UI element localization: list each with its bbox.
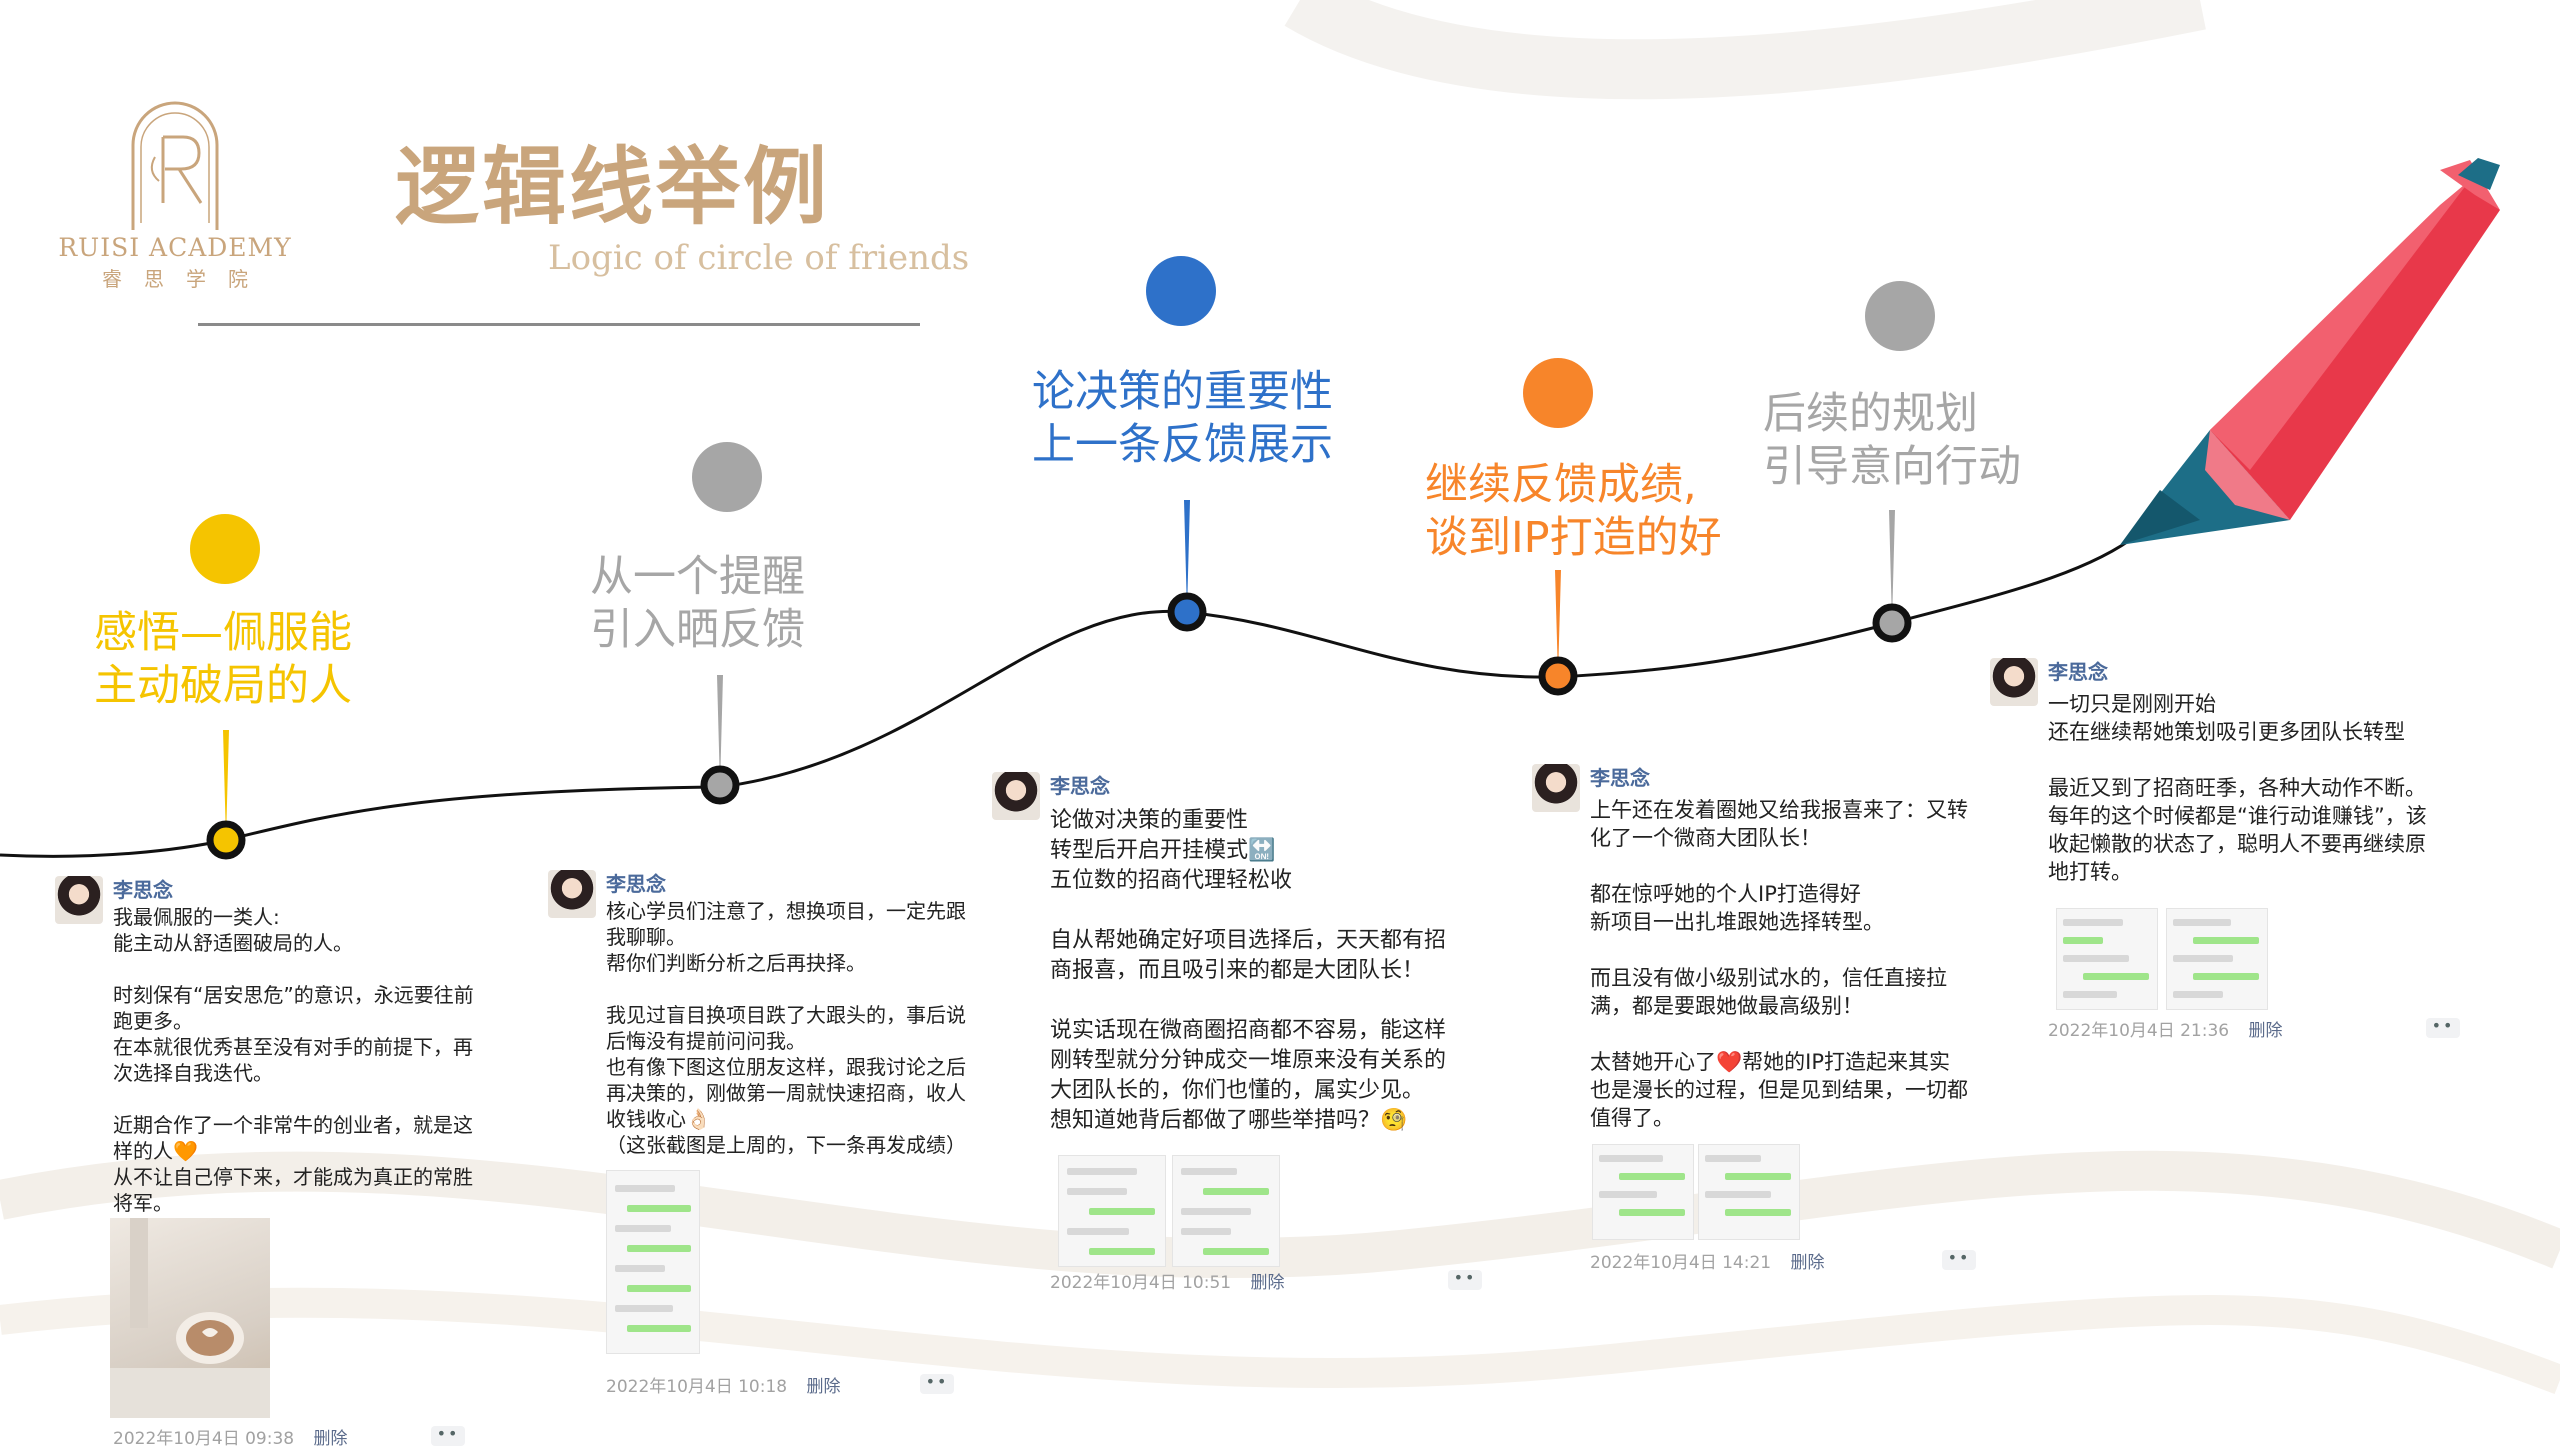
moment-post-3: 李思念 论做对决策的重要性 转型后开启开挂模式🔛 五位数的招商代理轻松收 自从帮… bbox=[992, 772, 1492, 1302]
stage-1-node-icon bbox=[206, 820, 246, 860]
more-options-icon[interactable]: •• bbox=[1942, 1250, 1976, 1270]
page-subtitle: Logic of circle of friends bbox=[548, 238, 970, 278]
chat-screenshot-thumb-1[interactable] bbox=[1592, 1144, 1694, 1240]
post-body: 上午还在发着圈她又给我报喜来了：又转 化了一个微商大团队长！ 都在惊呼她的个人I… bbox=[1590, 798, 1968, 1130]
author-name[interactable]: 李思念 bbox=[113, 878, 173, 902]
stage-2-caption: 从一个提醒 引入晒反馈 bbox=[590, 551, 805, 657]
author-name[interactable]: 李思念 bbox=[1050, 774, 1110, 798]
author-name[interactable]: 李思念 bbox=[606, 872, 666, 896]
delete-link[interactable]: 删除 bbox=[2248, 1021, 2283, 1041]
stage-1-stem bbox=[223, 730, 229, 840]
stage-3-node-icon bbox=[1167, 592, 1207, 632]
stage-3-caption-line2: 上一条反馈展示 bbox=[1032, 420, 1333, 470]
post-time: 2022年10月4日 10:51 bbox=[1050, 1273, 1232, 1293]
post-meta: 2022年10月4日 09:38 删除 bbox=[113, 1424, 348, 1449]
delete-link[interactable]: 删除 bbox=[313, 1429, 348, 1449]
delete-link[interactable]: 删除 bbox=[806, 1377, 841, 1397]
stage-3-marker-icon bbox=[1146, 256, 1216, 326]
stage-1-caption: 感悟—佩服能 主动破局的人 bbox=[94, 607, 352, 713]
logo-name: RUISI ACADEMY bbox=[58, 233, 292, 262]
delete-link[interactable]: 删除 bbox=[1250, 1273, 1285, 1293]
stage-4-caption: 继续反馈成绩, 谈到IP打造的好 bbox=[1425, 459, 1722, 565]
author-avatar[interactable] bbox=[992, 772, 1040, 820]
stage-5-node-icon bbox=[1872, 603, 1912, 643]
author-name[interactable]: 李思念 bbox=[1590, 766, 1650, 790]
stage-5-marker-icon bbox=[1865, 281, 1935, 351]
post-meta: 2022年10月4日 14:21 删除 bbox=[1590, 1248, 1825, 1273]
post-body: 论做对决策的重要性 转型后开启开挂模式🔛 五位数的招商代理轻松收 自从帮她确定好… bbox=[1050, 808, 1447, 1133]
pencil-icon bbox=[2120, 158, 2500, 545]
stage-2-marker-icon bbox=[692, 442, 762, 512]
stage-3-caption-line1: 论决策的重要性 bbox=[1032, 367, 1333, 417]
stage-2-caption-line2: 引入晒反馈 bbox=[590, 605, 805, 655]
stage-4-node-icon bbox=[1538, 656, 1578, 696]
post-meta: 2022年10月4日 21:36 删除 bbox=[2048, 1016, 2283, 1041]
stage-2-caption-line1: 从一个提醒 bbox=[590, 552, 805, 602]
chat-screenshot-thumb-1[interactable] bbox=[2056, 908, 2158, 1010]
ruisi-academy-logo: RUISI ACADEMY 睿思学院 bbox=[55, 95, 295, 295]
post-photo[interactable] bbox=[110, 1218, 270, 1418]
delete-link[interactable]: 删除 bbox=[1790, 1253, 1825, 1273]
more-options-icon[interactable]: •• bbox=[920, 1374, 954, 1394]
moment-post-4: 李思念 上午还在发着圈她又给我报喜来了：又转 化了一个微商大团队长！ 都在惊呼她… bbox=[1532, 764, 1992, 1284]
stage-4-stem bbox=[1555, 570, 1561, 677]
chat-screenshot-thumb-2[interactable] bbox=[2166, 908, 2268, 1010]
moment-post-5: 李思念 一切只是刚刚开始 还在继续帮她策划吸引更多团队长转型 最近又到了招商旺季… bbox=[1990, 658, 2470, 1048]
stage-5-caption-line1: 后续的规划 bbox=[1763, 389, 1978, 439]
timeline-curve bbox=[0, 538, 2131, 858]
chat-screenshot-thumb-2[interactable] bbox=[1172, 1155, 1280, 1267]
stage-4-caption-line1: 继续反馈成绩, bbox=[1425, 460, 1697, 510]
moment-post-2: 李思念 核心学员们注意了，想换项目，一定先跟 我聊聊。 帮你们判断分析之后再抉择… bbox=[548, 870, 968, 1410]
post-time: 2022年10月4日 10:18 bbox=[606, 1377, 788, 1397]
stage-1-marker-icon bbox=[190, 514, 260, 584]
author-avatar[interactable] bbox=[548, 870, 596, 918]
stage-1-caption-line2: 主动破局的人 bbox=[94, 661, 352, 711]
post-body: 一切只是刚刚开始 还在继续帮她策划吸引更多团队长转型 最近又到了招商旺季，各种大… bbox=[2048, 692, 2427, 884]
logo-emblem-icon bbox=[131, 101, 219, 230]
stage-5-stem bbox=[1889, 510, 1895, 623]
stage-4-caption-line2: 谈到IP打造的好 bbox=[1425, 513, 1722, 563]
author-avatar[interactable] bbox=[1990, 658, 2038, 706]
post-body: 核心学员们注意了，想换项目，一定先跟 我聊聊。 帮你们判断分析之后再抉择。 我见… bbox=[606, 899, 966, 1157]
logo-name-cn: 睿思学院 bbox=[102, 267, 270, 291]
stage-2-stem bbox=[717, 675, 723, 787]
stage-3-caption: 论决策的重要性 上一条反馈展示 bbox=[1032, 366, 1333, 472]
chat-screenshot-thumb[interactable] bbox=[606, 1170, 700, 1354]
title-divider bbox=[198, 323, 920, 326]
stage-1-caption-line1: 感悟—佩服能 bbox=[94, 608, 352, 658]
stage-2-node-icon bbox=[700, 765, 740, 805]
author-avatar[interactable] bbox=[55, 876, 103, 924]
author-name[interactable]: 李思念 bbox=[2048, 660, 2108, 684]
post-body: 我最佩服的一类人: 能主动从舒适圈破局的人。 时刻保有“居安思危”的意识，永远要… bbox=[113, 905, 474, 1215]
chat-screenshot-thumb-2[interactable] bbox=[1698, 1144, 1800, 1240]
post-meta: 2022年10月4日 10:51 删除 bbox=[1050, 1268, 1285, 1293]
chat-screenshot-thumb-1[interactable] bbox=[1058, 1155, 1166, 1267]
author-avatar[interactable] bbox=[1532, 764, 1580, 812]
stage-5-caption: 后续的规划 引导意向行动 bbox=[1763, 388, 2021, 494]
more-options-icon[interactable]: •• bbox=[431, 1426, 465, 1446]
stage-3-stem bbox=[1184, 500, 1190, 612]
post-meta: 2022年10月4日 10:18 删除 bbox=[606, 1372, 841, 1397]
stage-5-caption-line2: 引导意向行动 bbox=[1763, 442, 2021, 492]
more-options-icon[interactable]: •• bbox=[1448, 1270, 1482, 1290]
stage-4-marker-icon bbox=[1523, 358, 1593, 428]
post-time: 2022年10月4日 09:38 bbox=[113, 1429, 295, 1449]
post-time: 2022年10月4日 21:36 bbox=[2048, 1021, 2230, 1041]
moment-post-1: 李思念 我最佩服的一类人: 能主动从舒适圈破局的人。 时刻保有“居安思危”的意识… bbox=[55, 876, 485, 1449]
post-time: 2022年10月4日 14:21 bbox=[1590, 1253, 1772, 1273]
more-options-icon[interactable]: •• bbox=[2426, 1018, 2460, 1038]
page-title: 逻辑线举例 bbox=[395, 137, 831, 236]
